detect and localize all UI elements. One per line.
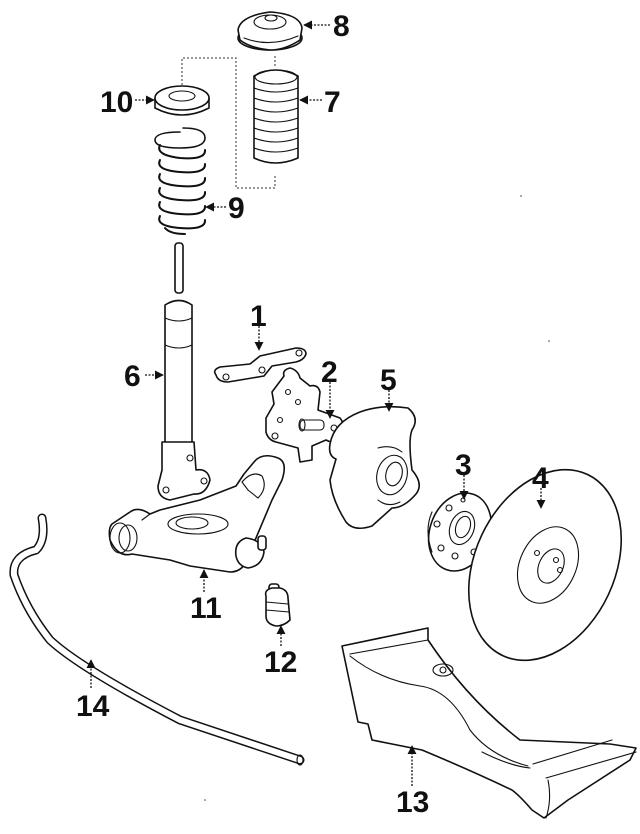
assembly-bracket xyxy=(181,57,276,189)
callout-3[interactable]: 3 xyxy=(455,449,472,482)
part-12-ball-joint[interactable] xyxy=(264,583,291,627)
callout-2[interactable]: 2 xyxy=(321,356,338,389)
callout-leaders xyxy=(86,20,546,786)
callout-14[interactable]: 14 xyxy=(76,690,110,723)
callout-4[interactable]: 4 xyxy=(532,462,549,495)
callout-7[interactable]: 7 xyxy=(324,86,341,119)
callout-8[interactable]: 8 xyxy=(333,10,350,43)
part-9-coil-spring[interactable] xyxy=(154,127,206,235)
part-6-shock-absorber[interactable] xyxy=(157,242,211,501)
part-8-strut-mount[interactable] xyxy=(237,11,303,51)
callout-1[interactable]: 1 xyxy=(250,300,267,333)
artifact-dot xyxy=(204,799,206,801)
callout-9[interactable]: 9 xyxy=(228,192,245,225)
callout-12[interactable]: 12 xyxy=(264,646,297,679)
callout-13[interactable]: 13 xyxy=(396,786,429,819)
artifact-dot xyxy=(548,340,550,342)
part-10-spring-insulator[interactable] xyxy=(154,85,210,116)
part-4-brake-rotor[interactable] xyxy=(439,445,640,685)
callout-6[interactable]: 6 xyxy=(124,360,141,393)
part-13-lower-arm-shield[interactable] xyxy=(341,627,637,819)
callout-11[interactable]: 11 xyxy=(190,592,222,625)
part-14-stabilizer-bar[interactable] xyxy=(9,513,305,766)
artifact-dot xyxy=(520,195,522,197)
lower-ball-joint-assembled xyxy=(234,535,267,569)
part-7-dust-boot[interactable] xyxy=(253,69,299,164)
callout-10[interactable]: 10 xyxy=(100,86,133,119)
callout-5[interactable]: 5 xyxy=(380,364,397,397)
part-1-upper-link[interactable] xyxy=(213,347,307,383)
part-5-splash-shield[interactable] xyxy=(328,405,420,530)
